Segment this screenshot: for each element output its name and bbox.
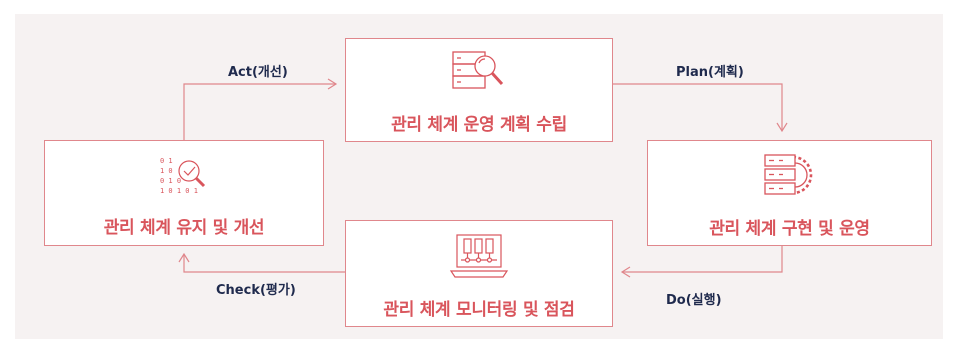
arrow-check	[183, 254, 345, 273]
box-plan-label: 관리 체계 운영 계획 수립	[391, 115, 567, 135]
arrow-act	[183, 83, 336, 140]
server-search-icon	[447, 49, 511, 101]
box-check-label: 관리 체계 모니터링 및 점검	[383, 300, 575, 320]
laptop-monitoring-icon	[447, 231, 511, 285]
arrowhead-check	[178, 252, 190, 263]
box-act-label: 관리 체계 유지 및 개선	[103, 218, 265, 238]
arrowhead-do	[620, 266, 631, 278]
svg-text:0 1: 0 1	[160, 157, 173, 165]
cycle-label-check: Check(평가)	[216, 283, 296, 298]
arrow-plan	[613, 83, 783, 131]
svg-text:1 0 1 0 1: 1 0 1 0 1	[160, 187, 198, 195]
box-do: 관리 체계 구현 및 운영	[647, 140, 932, 246]
arrowhead-act	[327, 78, 338, 90]
cycle-label-act: Act(개선)	[228, 65, 288, 80]
cycle-label-plan: Plan(계획)	[676, 65, 744, 80]
arrowhead-plan	[776, 122, 788, 133]
box-plan: 관리 체계 운영 계획 수립	[345, 38, 613, 142]
box-check: 관리 체계 모니터링 및 점검	[345, 220, 613, 327]
svg-text:0 1 0: 0 1 0	[160, 177, 181, 185]
box-do-label: 관리 체계 구현 및 운영	[709, 219, 870, 239]
svg-text:1 0: 1 0	[160, 167, 173, 175]
server-gear-icon	[757, 151, 823, 203]
cycle-label-do: Do(실행)	[666, 293, 722, 308]
binary-magnifier-check-icon: 0 1 1 0 0 1 0 1 0 1 0 1	[154, 153, 214, 207]
box-act: 0 1 1 0 0 1 0 1 0 1 0 1 관리 체계 유지 및 개선	[44, 140, 324, 246]
arrow-do	[622, 246, 783, 273]
